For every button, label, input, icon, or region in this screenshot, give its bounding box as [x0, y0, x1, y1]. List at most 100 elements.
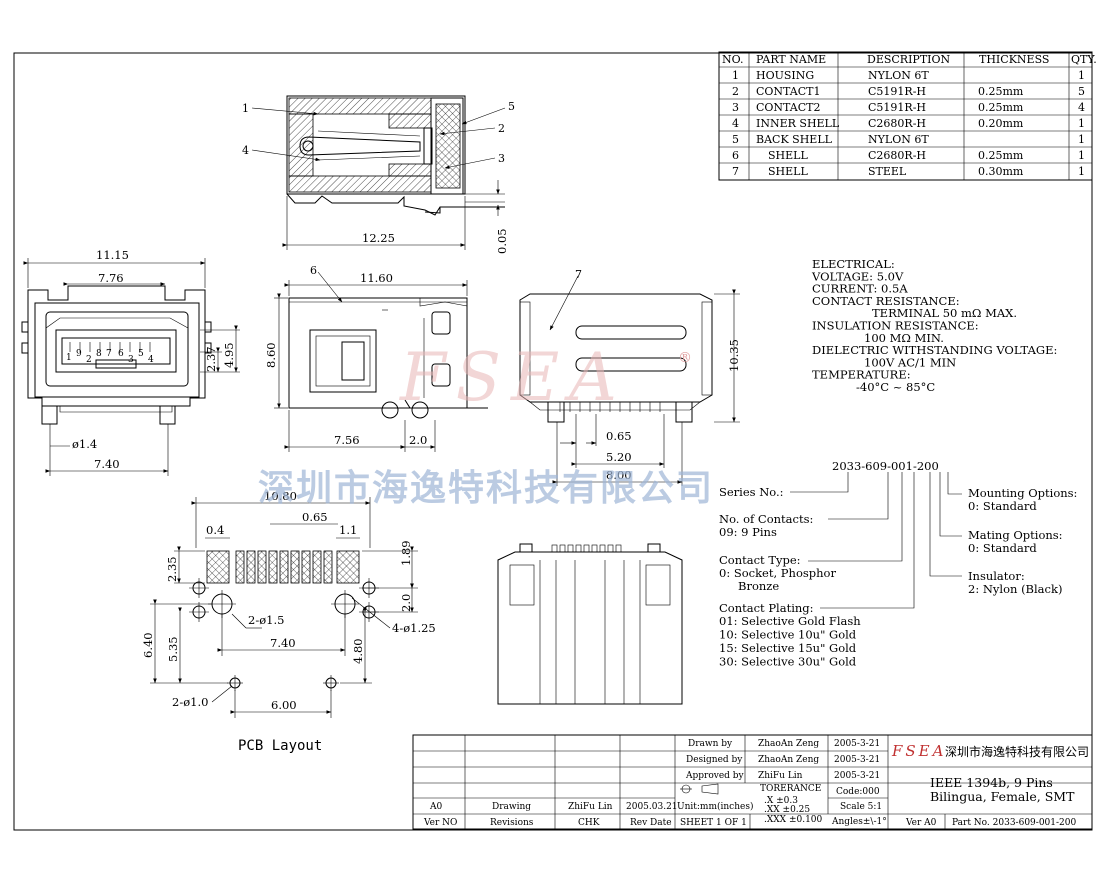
bom-cell: 0.20mm: [978, 117, 1024, 130]
pcb-pad: [257, 550, 267, 584]
bom-cell: 1: [1078, 117, 1085, 130]
pin-label: 4: [148, 355, 154, 365]
pcb-pad: [246, 550, 256, 584]
watermark-reg: ®: [678, 350, 692, 366]
callout-7: 7: [575, 268, 582, 281]
bom-cell: 0.30mm: [978, 165, 1024, 178]
bom-cell: 0.25mm: [978, 149, 1024, 162]
dim-front-h2: 4.95: [222, 342, 236, 368]
opt-type-value1: 0: Socket, Phosphor: [719, 566, 836, 580]
bom-cell: INNER SHELL: [756, 117, 840, 130]
bom-cell: 5: [732, 133, 739, 146]
pcb-layout: 10.80 0.4 0.65 1.1 2.35 1.89 2.0 2-ø1.5 …: [141, 489, 436, 754]
tb-sheet: SHEET 1 OF 1: [680, 818, 747, 828]
tb-title-1: IEEE 1394b, 9 Pins: [930, 775, 1053, 790]
bom-header-part: PART NAME: [756, 53, 826, 66]
bom-cell: 4: [732, 117, 739, 130]
spec-line: DIELECTRIC WITHSTANDING VOLTAGE:: [812, 343, 1057, 357]
spec-line: TEMPERATURE:: [812, 368, 911, 382]
pin-label: 2: [86, 355, 92, 365]
watermark: FSEA ® 深圳市海逸特科技有限公司: [258, 339, 714, 509]
pcb-pad: [301, 550, 311, 584]
sheet-border: [13, 52, 1093, 831]
bom-cell: 6: [732, 149, 739, 162]
tb-company: 深圳市海逸特科技有限公司: [945, 744, 1089, 759]
spec-line: TERMINAL 50 mΩ MAX.: [872, 306, 1017, 320]
dim-side-length: 12.25: [362, 231, 395, 245]
dim-pcb-pad: 0.4: [206, 523, 224, 537]
dim-rear-pitch: 0.65: [606, 429, 632, 443]
bom-cell: SHELL: [768, 149, 808, 162]
dim-pcb-width: 10.80: [264, 489, 297, 503]
tb-rev-ver: A0: [429, 802, 442, 812]
spec-line: CONTACT RESISTANCE:: [812, 294, 960, 308]
side-section-view: 12.25 0.05 1 4 5 2 3: [242, 95, 515, 254]
tb-rev-date: 2005.03.21: [626, 802, 678, 812]
opt-series-label: Series No.:: [719, 485, 784, 499]
tb-designed-name: ZhaoAn Zeng: [758, 755, 819, 765]
dim-pcb-h2: 1.89: [399, 540, 413, 566]
bom-cell: 1: [1078, 165, 1085, 178]
title-block: Drawn by ZhaoAn Zeng 2005-3-21 Designed …: [412, 734, 1093, 830]
pcb-pad: [312, 550, 322, 584]
dim-rear-w2: 8.00: [606, 468, 632, 482]
bom-cell: C2680R-H: [868, 117, 926, 130]
opt-mounting-label: Mounting Options:: [968, 486, 1077, 500]
opt-insulator-label: Insulator:: [968, 569, 1025, 583]
part-code: 2033-609-001-200: [832, 459, 939, 473]
opt-type-label: Contact Type:: [719, 553, 801, 567]
opt-plating-value: 30: Selective 30u" Gold: [719, 655, 857, 669]
bom-cell: HOUSING: [756, 69, 814, 82]
tb-rev-chk: ZhiFu Lin: [568, 802, 613, 812]
dim-rear-height: 10.35: [727, 339, 741, 372]
bom-header-no: NO.: [722, 53, 744, 66]
pin-label: 9: [76, 349, 82, 359]
dim-pcb-x2: 6.00: [271, 698, 297, 712]
pin-label: 1: [66, 353, 72, 363]
opt-plating-value: 01: Selective Gold Flash: [719, 614, 861, 628]
ordering-info: 2033-609-001-200 Series No.: No. of Cont…: [719, 459, 1077, 669]
pin-label: 5: [138, 349, 144, 359]
tb-tol-1: .X ±0.3: [764, 796, 798, 806]
bom-cell: 1: [1078, 133, 1085, 146]
pin-label: 6: [118, 349, 124, 359]
opt-mounting-value: 0: Standard: [968, 499, 1037, 513]
pin-label: 8: [96, 349, 102, 359]
tb-tol-3: .XXX ±0.100: [764, 815, 823, 825]
dim-front-h1: 2.37: [204, 346, 218, 372]
dim-top-x1: 7.56: [334, 433, 360, 447]
spec-line: 100 MΩ MIN.: [864, 331, 944, 345]
dim-pcb-h1: 2.35: [165, 556, 179, 582]
spec-line: INSULATION RESISTANCE:: [812, 319, 979, 333]
tb-hdr-ver: Ver NO: [423, 818, 457, 828]
tb-scale: Scale 5:1: [840, 802, 882, 812]
tb-code: Code:000: [836, 787, 880, 797]
dim-rear-w1: 5.20: [606, 450, 632, 464]
dim-top-width: 11.60: [360, 271, 393, 285]
pcb-pad: [235, 550, 245, 584]
pin-label: 3: [128, 355, 134, 365]
bom-cell: 0.25mm: [978, 101, 1024, 114]
dim-pcb-h3: 2.0: [399, 594, 413, 612]
opt-contacts-value: 09: 9 Pins: [719, 525, 777, 539]
dim-front-pitch: 7.40: [94, 457, 120, 471]
dim-top-height: 8.60: [264, 342, 278, 368]
dim-front-pin: ø1.4: [72, 437, 97, 451]
dim-pcb-x1: 7.40: [270, 636, 296, 650]
tb-hdr-chk: CHK: [578, 818, 600, 828]
watermark-company: 深圳市海逸特科技有限公司: [258, 468, 714, 509]
bom-cell: CONTACT1: [756, 85, 821, 98]
tb-units: Unit:mm(inches): [677, 801, 753, 812]
bom-cell: BACK SHELL: [756, 133, 833, 146]
callout-1: 1: [242, 102, 249, 115]
pin-label: 7: [106, 349, 112, 359]
bom-cell: CONTACT2: [756, 101, 821, 114]
opt-mating-value: 0: Standard: [968, 541, 1037, 555]
bom-cell: NYLON 6T: [868, 69, 929, 82]
callout-5: 5: [508, 100, 515, 113]
tb-designed-label: Designed by: [686, 755, 743, 765]
bom-cell: C5191R-H: [868, 85, 926, 98]
dim-pcb-v1: 6.40: [141, 632, 155, 658]
rear-view: 10.35 0.65 5.20 8.00 7: [519, 268, 741, 486]
tb-drawn-name: ZhaoAn Zeng: [758, 739, 819, 749]
